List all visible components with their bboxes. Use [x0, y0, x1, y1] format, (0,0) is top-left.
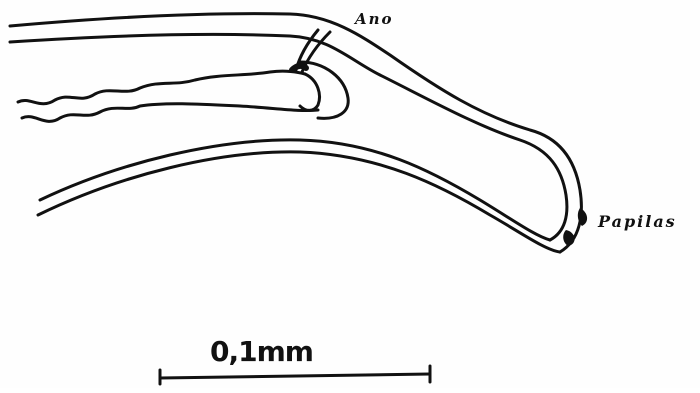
scale-bar-label: 0,1mm [210, 335, 313, 368]
anal-opening-mark [292, 66, 306, 70]
dorsal-cuticle-outer [10, 14, 581, 252]
scale-bar-line [160, 374, 430, 378]
intestine-upper-edge [18, 71, 305, 104]
anus-label: Ano [355, 10, 394, 28]
dorsal-cuticle-inner [10, 34, 567, 240]
papillae-label: Papilas [598, 212, 677, 231]
rectum-loop-inner [300, 74, 319, 110]
papilla-lower [563, 230, 574, 246]
intestine-lower-edge [22, 104, 318, 122]
ventral-cuticle-inner [40, 140, 550, 240]
